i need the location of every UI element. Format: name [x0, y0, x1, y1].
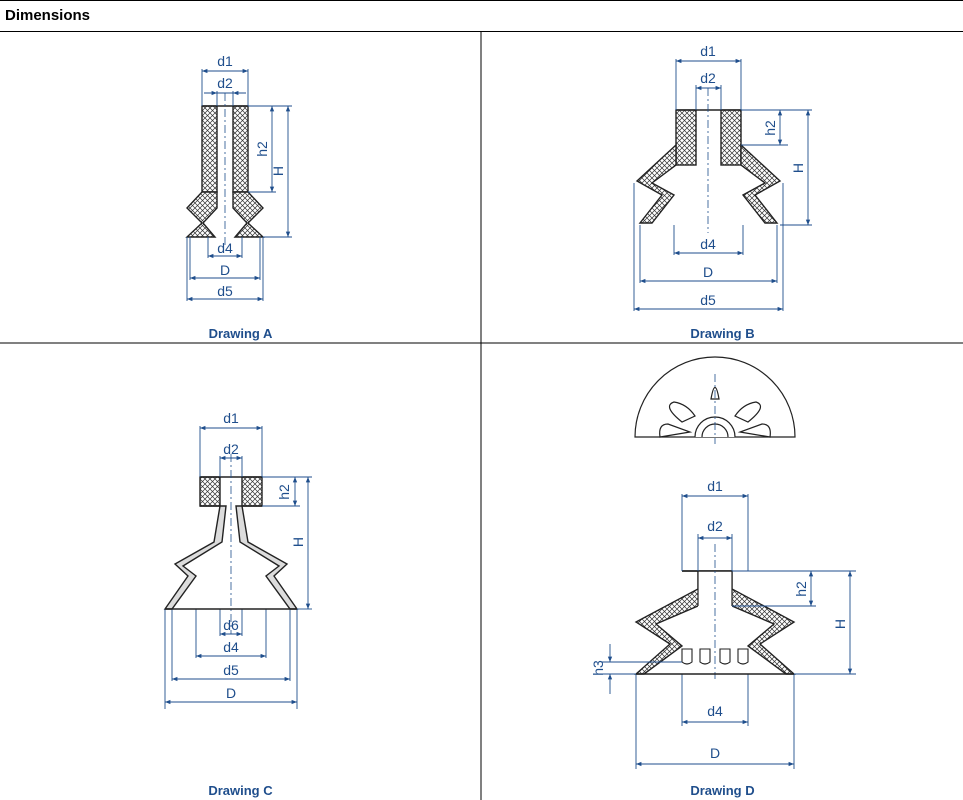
drawing-d-label-D: D — [710, 745, 720, 761]
drawing-a-label-d1: d1 — [217, 53, 233, 69]
drawing-c-label-d1: d1 — [223, 410, 239, 426]
drawing-b-label-d5: d5 — [700, 292, 716, 308]
drawing-b-caption: Drawing B — [690, 326, 755, 341]
drawing-d-caption: Drawing D — [690, 783, 755, 798]
drawing-d-label-H: H — [832, 619, 848, 629]
drawing-a-label-h2: h2 — [254, 141, 270, 157]
drawing-a-label-d4: d4 — [217, 240, 233, 256]
drawing-b: d1 d2 h2 H d4 D d5 — [633, 43, 812, 312]
section-title: Dimensions — [5, 7, 91, 24]
drawing-c-label-H: H — [290, 537, 306, 547]
drawing-a-wall-left — [201, 105, 218, 193]
drawing-c-label-d4: d4 — [223, 639, 239, 655]
drawing-b-wall-right — [720, 109, 742, 166]
drawing-c-bellow-left — [163, 505, 227, 610]
drawing-c-caption: Drawing C — [208, 783, 273, 798]
drawing-b-label-d4: d4 — [700, 236, 716, 252]
drawing-d-label-d4: d4 — [707, 703, 723, 719]
drawing-b-label-H: H — [790, 163, 806, 173]
drawing-c-cell: d1 d2 h2 H d6 d4 d5 D Drawing C — [0, 344, 481, 800]
drawing-c-label-d2: d2 — [223, 441, 239, 457]
drawing-d-label-h2: h2 — [793, 581, 809, 597]
drawing-a-caption: Drawing A — [208, 326, 273, 341]
drawing-b-label-h2: h2 — [762, 120, 778, 136]
drawing-c-label-d6: d6 — [223, 617, 239, 633]
drawing-d-label-h3: h3 — [590, 660, 606, 676]
drawing-d-label-d1: d1 — [707, 478, 723, 494]
drawing-a: d1 d2 h2 H d4 D d5 — [185, 53, 292, 302]
drawing-a-label-d5: d5 — [217, 283, 233, 299]
drawing-b-bellow-right — [740, 143, 782, 224]
drawing-c-top-right — [241, 476, 263, 507]
drawing-a-label-D: D — [220, 262, 230, 278]
drawing-a-bellow-left — [185, 191, 218, 238]
drawing-a-wall-right — [232, 105, 249, 193]
drawing-c-top-left — [199, 476, 221, 507]
drawing-a-label-d2: d2 — [217, 75, 233, 91]
drawing-d-label-d2: d2 — [707, 518, 723, 534]
drawing-b-label-d1: d1 — [700, 43, 716, 59]
drawing-b-cell: d1 d2 h2 H d4 D d5 Drawing B — [482, 33, 963, 343]
drawing-c: d1 d2 h2 H d6 d4 d5 D — [163, 410, 312, 709]
drawing-c-bellow-right — [235, 505, 299, 610]
drawing-a-label-H: H — [270, 166, 286, 176]
drawing-b-label-d2: d2 — [700, 70, 716, 86]
drawing-a-cell: d1 d2 h2 H d4 D d5 Drawing A — [0, 33, 481, 343]
dimensions-header: Dimensions — [0, 0, 963, 32]
drawing-d-cell: d1 d2 h2 H h3 d4 D Drawing D — [482, 344, 963, 800]
drawing-a-bellow-right — [232, 191, 265, 238]
drawing-c-label-d5: d5 — [223, 662, 239, 678]
drawing-d: d1 d2 h2 H h3 d4 D — [590, 356, 856, 769]
drawing-b-label-D: D — [703, 264, 713, 280]
drawing-b-wall-left — [675, 109, 697, 166]
drawing-c-label-h2: h2 — [276, 484, 292, 500]
drawing-b-bellow-left — [635, 143, 677, 224]
drawing-c-label-D: D — [226, 685, 236, 701]
drawing-d-teeth — [681, 648, 749, 665]
